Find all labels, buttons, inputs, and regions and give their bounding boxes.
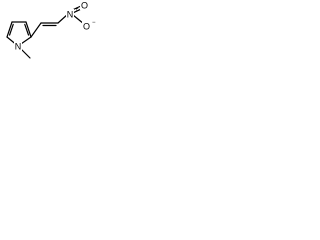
ring-double-bond-c2-c3-inner <box>24 23 30 36</box>
nitro-nitrogen-bg <box>66 9 74 19</box>
nitro-oxygen-top-bg <box>80 0 89 10</box>
ring-bond-c2-c3 <box>25 21 32 38</box>
structure-canvas: N N + O O − <box>0 0 104 68</box>
ring-bond-c4-c5 <box>6 21 13 38</box>
nitro-oxygen-right-bg <box>82 21 91 31</box>
ring-nitrogen-bg <box>14 41 22 51</box>
nitro-nitrogen-charge: + <box>75 7 79 13</box>
nitro-nitrogen-label: N <box>67 10 74 20</box>
ring-double-bond-c4-c5-inner <box>9 23 14 36</box>
ring-nitrogen-label: N <box>15 42 22 52</box>
vinyl-bond-c2-ca <box>30 22 42 38</box>
chemical-structure: N N + O O − <box>6 0 96 59</box>
nitro-oxygen-right-charge: − <box>92 20 96 26</box>
nitro-oxygen-top-label: O <box>81 1 88 11</box>
nitro-oxygen-right-label: O <box>83 22 90 32</box>
